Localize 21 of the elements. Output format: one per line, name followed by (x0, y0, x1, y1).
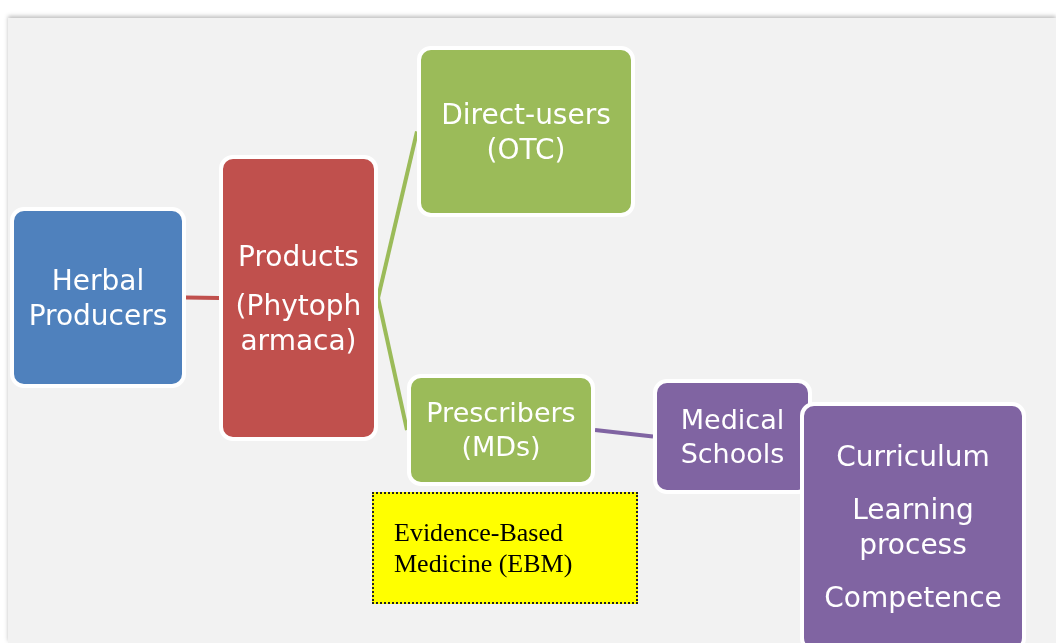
topic-box (800, 402, 1026, 643)
box-label: Medical Schools (679, 402, 786, 471)
connector-line (376, 297, 409, 431)
box-label: Herbal Producers (27, 262, 169, 333)
connector-line (376, 131, 419, 299)
box-label: Curriculum (836, 439, 990, 474)
note-text: Evidence-Based Medicine (EBM) (394, 516, 574, 580)
note-box (372, 492, 638, 604)
box-label: Direct-users (OTC) (440, 96, 612, 167)
product-box (219, 155, 378, 441)
box-label: Products (238, 238, 359, 274)
producer-box (10, 207, 186, 388)
connector-line (594, 428, 654, 439)
school-box (653, 379, 812, 494)
user-box (417, 46, 635, 217)
box-label: Learning process (851, 492, 975, 562)
box-label: (Phytoph armaca) (234, 287, 363, 358)
prescriber-box (407, 374, 595, 486)
box-label: Competence (824, 580, 1002, 615)
box-label: Prescribers (MDs) (425, 396, 577, 464)
connector-line (185, 295, 220, 300)
